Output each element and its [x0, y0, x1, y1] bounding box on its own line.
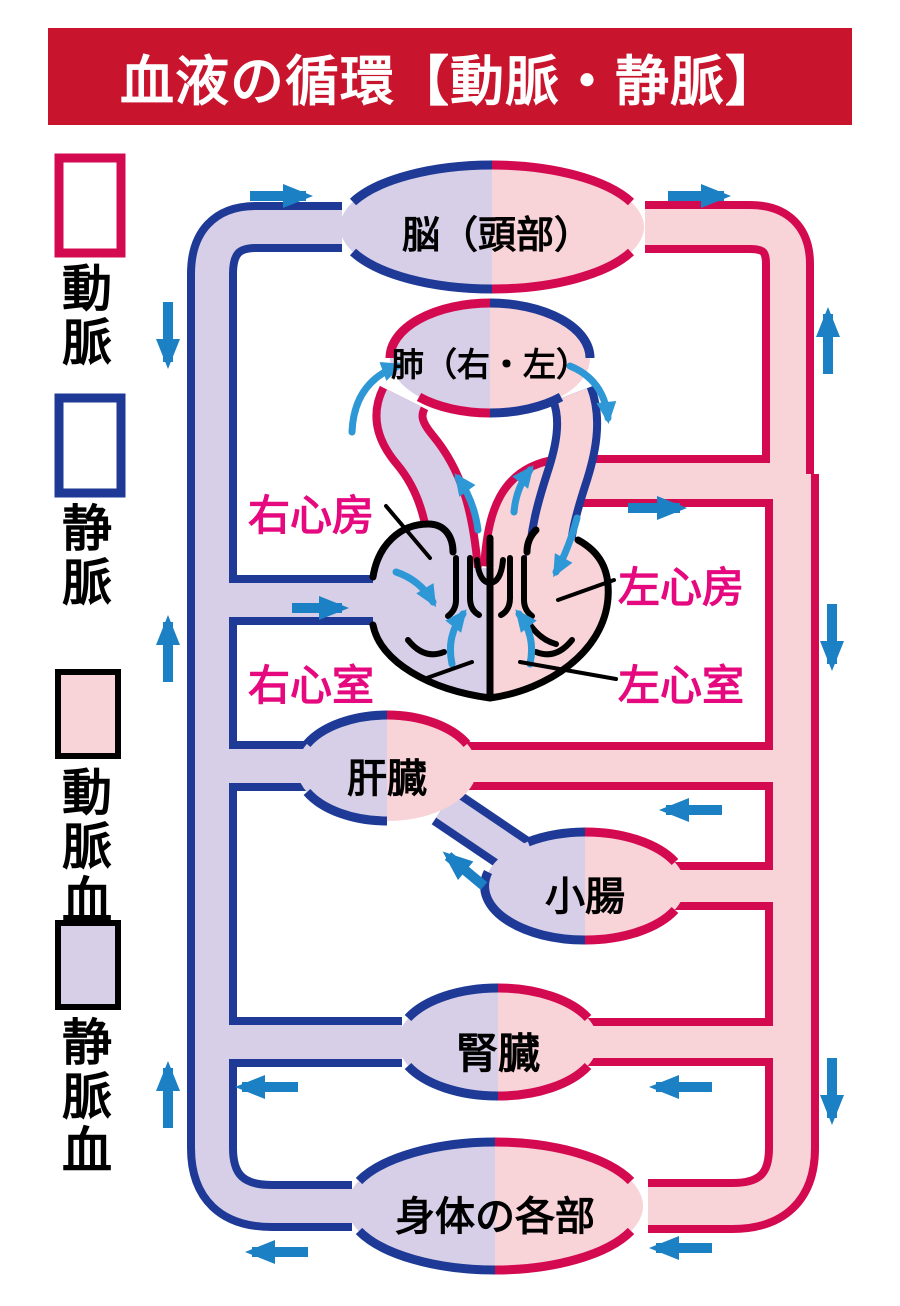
heart-label-right-ventricle: 右心室: [248, 661, 375, 710]
organ-liver: [297, 710, 477, 826]
organ-label-brain: 脳（頭部）: [401, 213, 593, 257]
page-title: 血液の循環【動脈・静脈】: [120, 50, 780, 113]
flow-arrow-portal: [442, 851, 488, 890]
heart-outline-left-bottom: [369, 621, 494, 702]
title-banner: [48, 28, 852, 125]
vein-network: [187, 202, 531, 1231]
organ-label-intestine: 小腸: [545, 874, 625, 920]
organ-label-kidney: 腎臓: [455, 1029, 541, 1078]
organ-label-liver: 肝臓: [347, 756, 427, 802]
artery-network: [372, 201, 819, 1233]
legend-swatch-vein: [54, 393, 126, 498]
legend-label-venous-blood: 静脈血: [54, 1016, 112, 1178]
legend-label-arterial-blood: 動脈血: [54, 766, 112, 928]
legend-swatch-arterial-blood: [55, 669, 121, 759]
legend-swatch-artery: [54, 153, 126, 258]
chamber-pointer-lines: [384, 504, 618, 681]
heart-flow-arrows: [392, 514, 581, 668]
legend-label-vein: 静脈: [54, 502, 112, 610]
organ-label-body: 身体の各部: [395, 1194, 595, 1240]
heart: [369, 514, 612, 702]
organ-intestine: [480, 827, 685, 945]
heart-label-right-atrium: 右心房: [248, 491, 375, 540]
legend-swatches: [54, 153, 126, 1010]
organ-body: [347, 1137, 643, 1275]
heart-outline-left-top: [369, 520, 457, 581]
flow-arrows: [156, 184, 844, 1264]
organ-kidney: [398, 983, 598, 1101]
heart-outline-right-top: [523, 526, 540, 556]
legend-swatch-venous-blood: [55, 920, 121, 1010]
pulmonary-flow-arrows: [348, 362, 617, 534]
heart-outline-right: [486, 536, 612, 702]
organ-label-lungs: 肺（右・左）: [391, 345, 589, 384]
heart-label-left-ventricle: 左心室: [618, 661, 745, 710]
organ-brain: [340, 160, 644, 294]
carotid-loop: [645, 201, 814, 478]
heart-label-left-atrium: 左心房: [618, 563, 745, 612]
legend-label-artery: 動脈: [54, 262, 112, 370]
organ-lungs: [385, 298, 595, 418]
